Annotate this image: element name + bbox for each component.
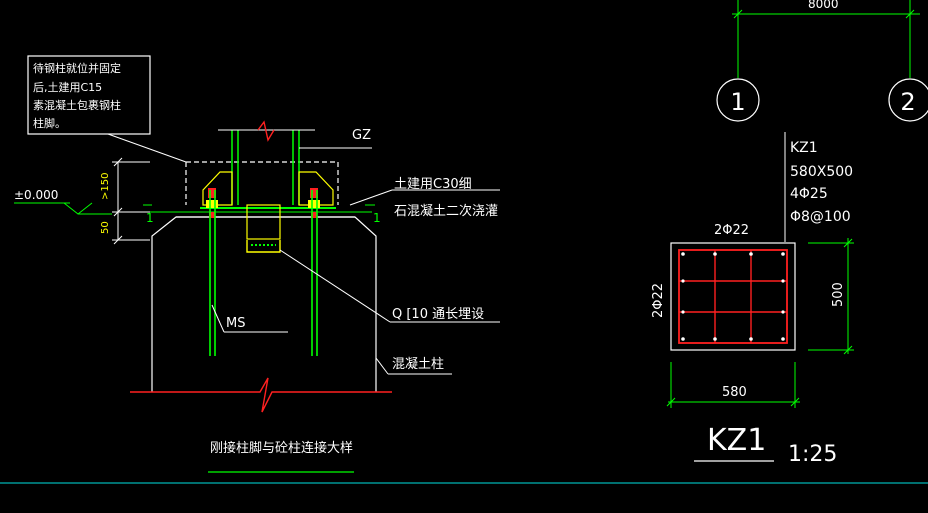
grout-leader xyxy=(349,189,393,206)
bolt-nut-right xyxy=(310,188,318,198)
bolt-nut-left xyxy=(208,188,216,198)
bolt-washer-left xyxy=(206,200,218,208)
gz-label: GZ xyxy=(352,128,371,143)
side-bars-label: 2Φ22 xyxy=(651,283,666,318)
width-dim-value: 580 xyxy=(722,385,747,400)
top-bars-label: 2Φ22 xyxy=(714,223,749,238)
stirrup-outer xyxy=(678,249,788,344)
left-detail-title: 刚接柱脚与砼柱连接大样 xyxy=(210,440,353,456)
channel-label: Q [10 通长埋设 xyxy=(392,307,484,322)
kz1-title: KZ1 xyxy=(707,423,766,458)
bolt-washer-right xyxy=(308,200,320,208)
note-line-1: 待钢柱就位并固定 xyxy=(33,61,121,75)
note-line-3: 素混凝土包裹钢柱 xyxy=(33,98,121,112)
axis-label-2: 2 xyxy=(900,88,915,116)
section-label-left: 1 xyxy=(146,211,154,225)
stiffener-left xyxy=(202,171,233,206)
shear-key xyxy=(246,204,281,240)
kz1-section-outline xyxy=(670,242,796,351)
grout-label-1: 土建用C30细 xyxy=(394,177,472,192)
note-line-2: 后,土建用C15 xyxy=(33,80,102,94)
encasement-outline xyxy=(185,161,339,205)
concrete-leader xyxy=(375,357,389,375)
ms-label: MS xyxy=(226,316,245,331)
axis-bubble-2 xyxy=(888,78,928,122)
ms-leader xyxy=(211,304,225,333)
channel-leader xyxy=(279,249,391,323)
concrete-label: 混凝土柱 xyxy=(392,356,444,372)
axis-label-1: 1 xyxy=(730,88,745,116)
dim-50: 50 xyxy=(100,221,111,234)
kz-spec-4: Φ8@100 xyxy=(790,209,851,225)
bolt-lower-nut-right xyxy=(311,212,317,218)
axis-dim-value: 8000 xyxy=(808,0,839,11)
kz-spec-2: 580X500 xyxy=(790,164,853,180)
height-dim-value: 500 xyxy=(831,282,846,307)
left-detail: 待钢柱就位并固定 后,土建用C15 素混凝土包裹钢柱 柱脚。 xyxy=(14,55,500,473)
stiffener-right xyxy=(298,171,334,206)
right-detail: 8000 1 2 KZ1 580X500 4Φ25 Φ8@100 2Φ22 2Φ… xyxy=(651,0,928,467)
kz-spec-3: 4Φ25 xyxy=(790,186,828,202)
axis-bubble-1 xyxy=(716,78,760,122)
note-box xyxy=(27,55,151,135)
kz1-scale: 1:25 xyxy=(788,442,837,467)
elevation-label: ±0.000 xyxy=(14,188,58,202)
channel-section xyxy=(246,240,281,253)
note-line-4: 柱脚。 xyxy=(33,116,66,130)
kz-spec-1: KZ1 xyxy=(790,140,818,156)
dim-150: >150 xyxy=(100,173,111,200)
section-label-right: 1 xyxy=(373,211,381,225)
elevation-triangle xyxy=(63,202,93,215)
rebar-dots xyxy=(681,252,785,341)
concrete-column-outline xyxy=(151,216,377,392)
base-break-line xyxy=(130,377,392,413)
grout-label-2: 石混凝土二次浇灌 xyxy=(394,203,498,219)
note-leader xyxy=(107,133,187,163)
bolt-lower-nut-left xyxy=(209,212,215,218)
